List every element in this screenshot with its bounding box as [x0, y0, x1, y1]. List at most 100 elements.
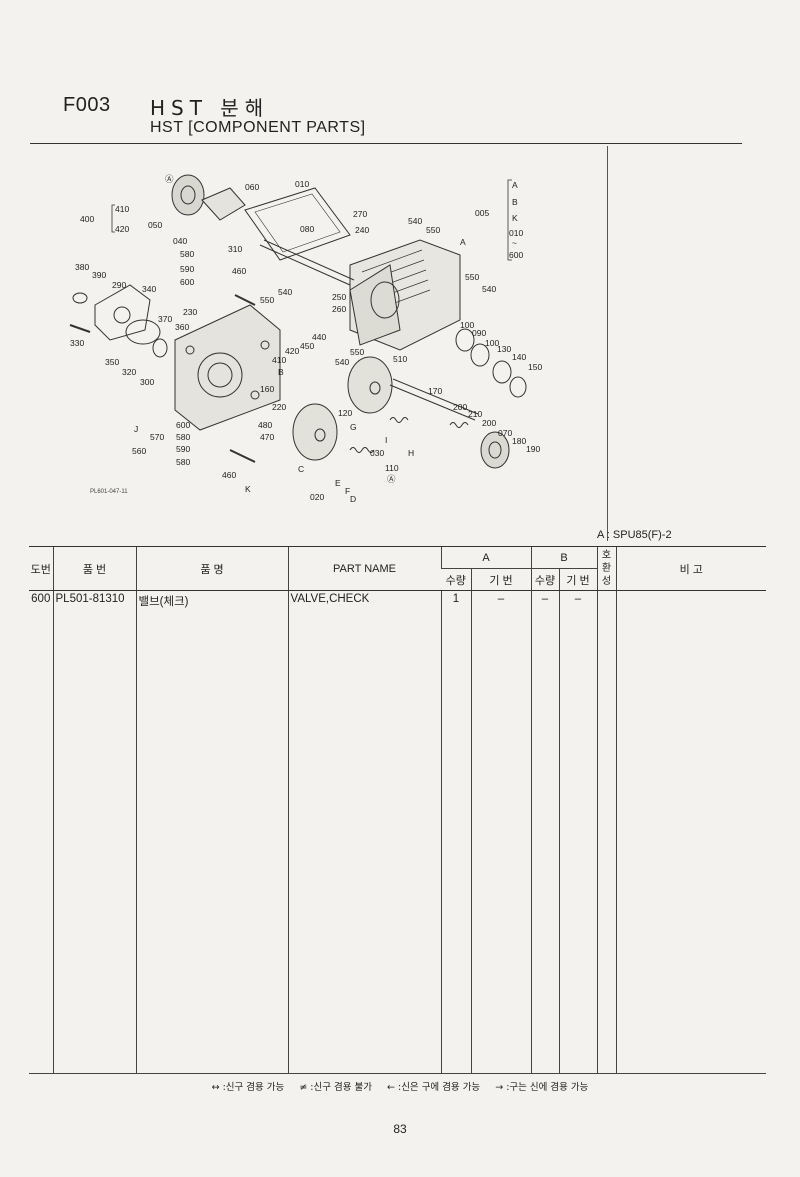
coupling-drawing: [171, 174, 205, 216]
callout-label-450: 450: [300, 341, 314, 351]
callout-label-210: 210: [468, 409, 482, 419]
cell-remarks: [615, 590, 766, 1073]
end-cover-drawing: [174, 304, 281, 431]
bracket-item-600: 600: [509, 250, 523, 260]
header-rule: [30, 143, 742, 144]
diagram-divider: [607, 146, 608, 541]
callout-label-550: 570: [150, 432, 164, 442]
diagram-reference-code: PL601-047-11: [90, 489, 128, 495]
callout-label-220: 200: [453, 402, 467, 412]
callout-label-540: 560: [132, 446, 146, 456]
header-a-qty: 수량: [441, 568, 471, 591]
callout-label-280: 270: [353, 209, 367, 219]
callout-label-510c: 540: [482, 284, 496, 294]
callout-label-570b: 590: [176, 444, 190, 454]
gasket-drawing: [244, 187, 351, 261]
cell-compatibility: [596, 590, 616, 1073]
cell-a-model: –: [470, 590, 531, 1073]
callout-label-410: 410: [115, 204, 129, 214]
pump-housing-drawing: [349, 239, 461, 351]
callout-label-310: 310: [228, 244, 242, 254]
callout-label-260: 250: [332, 292, 346, 302]
section-title-english: HST [COMPONENT PARTS]: [150, 119, 366, 136]
bracket-item-010: 010: [509, 228, 523, 238]
callout-label-130: 130: [497, 344, 511, 354]
callout-label-420b: 420: [285, 346, 299, 356]
callout-label-600: 600: [176, 420, 190, 430]
callout-label-520d: 550: [350, 347, 364, 357]
callout-label-100b: 100: [485, 338, 499, 348]
callout-label-letter-g: G: [350, 422, 357, 432]
callout-label-020: 020: [310, 492, 324, 502]
bracket-item-k: K: [512, 213, 518, 223]
callout-label-140: 140: [512, 352, 526, 362]
cell-a-qty: 1: [440, 590, 471, 1073]
header-part-no: 품 번: [52, 546, 136, 591]
callout-label-170: 170: [428, 386, 442, 396]
callout-label-520b: 550: [260, 295, 274, 305]
applicability-note: A : SPU85(F)-2: [597, 529, 672, 541]
callout-label-030: 030: [370, 448, 384, 458]
cell-ref-no: 600: [31, 593, 51, 605]
callout-label-320: 320: [122, 367, 136, 377]
callout-label-090: 090: [472, 328, 486, 338]
spring-drawing: [349, 447, 375, 453]
callout-label-letter-h: H: [408, 448, 414, 458]
callout-label-360: 390: [92, 270, 106, 280]
callout-label-040: 040: [173, 236, 187, 246]
callout-label-150: 150: [528, 362, 542, 372]
legend-item-new-fits-old: ← :신은 구에 겸용 가능: [387, 1082, 481, 1093]
callout-label-070: 070: [498, 428, 512, 438]
cell-part-name-ko: 밸브(체크): [135, 590, 288, 1073]
callout-label-270: 260: [332, 304, 346, 314]
callout-label-240: 230: [183, 307, 197, 317]
o-ring-drawing: [125, 319, 161, 345]
callout-label-050: 050: [148, 220, 162, 230]
callout-label-letter-b: B: [278, 367, 284, 377]
callout-label-510d: 540: [335, 357, 349, 367]
exploded-parts-diagram: Ⓐ 060 010 050 040 080 400 410 420 270 24…: [69, 174, 542, 504]
callout-label-080: 080: [300, 224, 314, 234]
header-a-model: 기 번: [470, 568, 531, 591]
legend-item-old-fits-new: → :구는 신에 겸용 가능: [495, 1082, 589, 1093]
callout-label-060: 060: [245, 182, 259, 192]
bracket-item-a: A: [512, 180, 518, 190]
callout-label-letter-i: I: [385, 435, 387, 445]
callout-label-letter-j: J: [134, 424, 138, 434]
header-compatibility: 호환성: [596, 546, 616, 591]
callout-label-560: 580: [180, 249, 194, 259]
header-part-name-ko: 품 명: [135, 546, 288, 591]
callout-label-300: 300: [140, 377, 154, 387]
callout-label-100: 100: [460, 320, 474, 330]
callout-label-580: 600: [180, 277, 194, 287]
callout-label-letter-a: A: [460, 237, 466, 247]
table-row: 600 PL501-81310 밸브(체크) VALVE,CHECK 1 – –…: [29, 590, 766, 1073]
callout-label-440: 440: [312, 332, 326, 342]
callout-label-250: 240: [355, 225, 369, 235]
callout-label-390: 370: [158, 314, 172, 324]
callout-label-580b: 580: [176, 432, 190, 442]
cell-part-no: PL501-81310: [52, 590, 136, 1073]
catalog-section-code: F003: [63, 94, 111, 116]
bracket-item-tilde: ~: [512, 238, 517, 248]
small-cover-drawing: [94, 284, 151, 341]
callout-label-370: 350: [105, 357, 119, 367]
callout-label-460: 460: [232, 266, 246, 276]
header-ref-no: 도번: [29, 546, 53, 591]
callout-label-410b: 410: [272, 355, 286, 365]
legend-item-interchangeable: ↔ :신구 겸용 가능: [211, 1082, 285, 1093]
section-title-korean: HST 분해: [150, 96, 270, 120]
bolt-drawing: [229, 449, 256, 463]
header-part-name-en: PART NAME: [287, 546, 441, 591]
cell-b-model: –: [558, 590, 597, 1073]
callout-label-160: 160: [260, 384, 274, 394]
callout-label-letter-e: E: [335, 478, 341, 488]
bracket-item-b: B: [512, 197, 518, 207]
callout-label-180: 180: [512, 436, 526, 446]
callout-label-110: 110: [385, 463, 399, 473]
callout-label-520: 550: [426, 225, 440, 235]
callout-label-510b: 540: [278, 287, 292, 297]
callout-label-200: 200: [482, 418, 496, 428]
callout-label-010: 010: [295, 179, 309, 189]
callout-label-470: 470: [260, 432, 274, 442]
